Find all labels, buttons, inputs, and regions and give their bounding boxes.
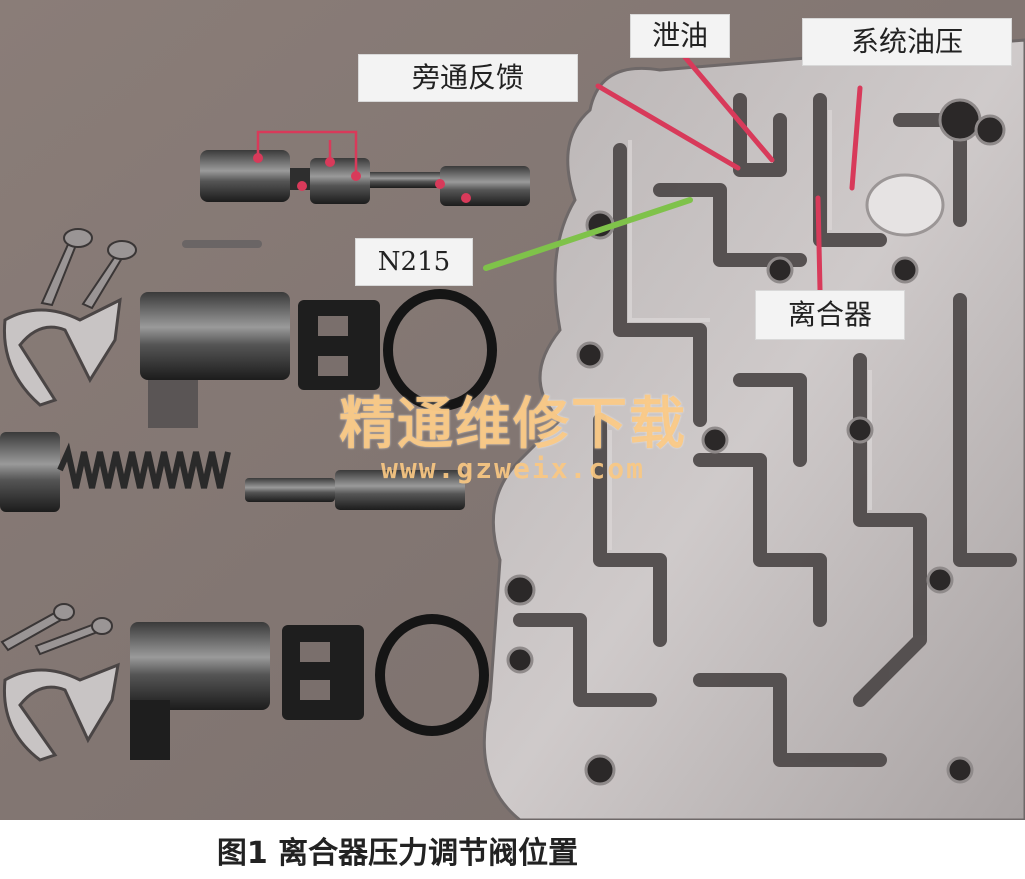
label-bypass-feedback: 旁通反馈: [358, 54, 578, 102]
figure-caption: 图1 离合器压力调节阀位置: [216, 835, 579, 871]
spring-assembly: [0, 432, 465, 512]
watermark-text: 精通维修下载: [339, 392, 687, 457]
label-system-pressure: 系统油压: [802, 18, 1012, 66]
label-clutch: 离合器: [755, 290, 905, 340]
watermark-url: www.gzweix.com: [380, 452, 645, 485]
label-n215: N215: [355, 238, 473, 286]
solenoid-lower: [130, 614, 489, 760]
solenoid-upper: [140, 289, 497, 428]
label-drain: 泄油: [630, 14, 730, 58]
valve-body-photo: [0, 0, 1025, 820]
leader-lines: [483, 53, 863, 293]
